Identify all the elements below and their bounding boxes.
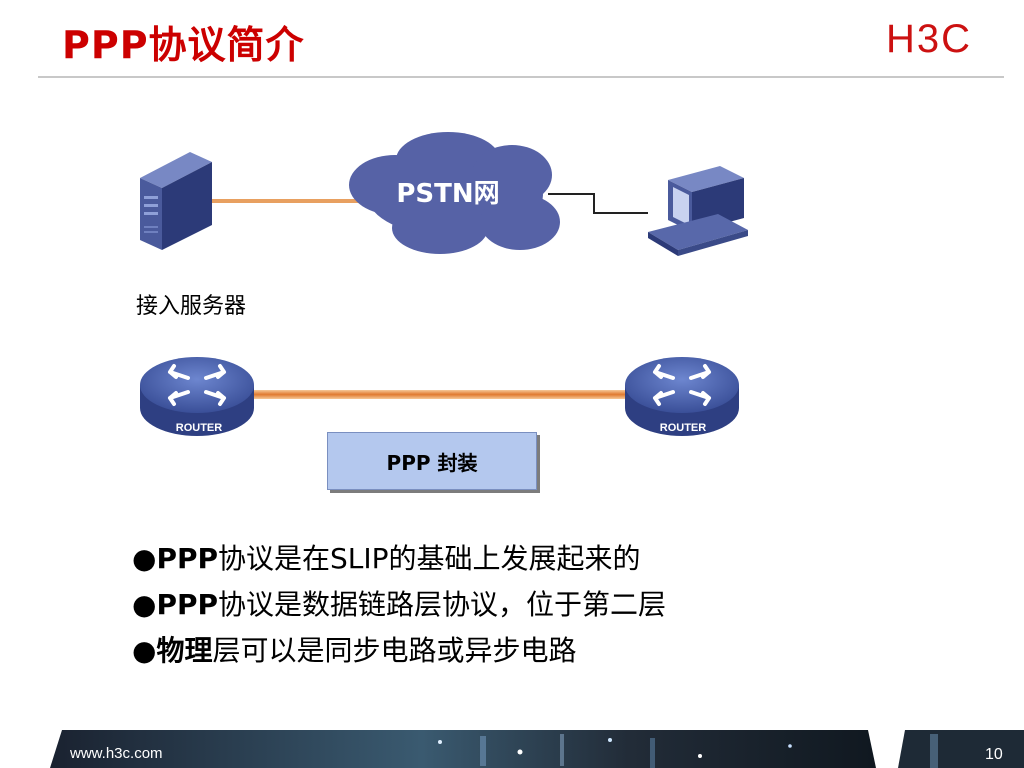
title-divider	[38, 76, 1004, 78]
footer-band	[50, 730, 1024, 768]
access-server-label: 接入服务器	[136, 294, 247, 319]
computer-icon	[648, 166, 748, 256]
cloud-label: PSTN网	[396, 179, 499, 209]
bullet-item: ●PPP协议是数据链路层协议，位于第二层	[132, 588, 667, 621]
ppp-link	[240, 390, 640, 399]
router-right-icon	[625, 357, 739, 436]
bullet-list: ●PPP协议是在SLIP的基础上发展起来的 ●PPP协议是数据链路层协议，位于第…	[132, 536, 666, 674]
pstn-cloud-icon	[349, 132, 560, 254]
page-number: 10	[985, 746, 1003, 763]
h3c-logo: H3C	[886, 17, 972, 61]
server-icon	[140, 152, 212, 250]
bullet-item: ●PPP协议是在SLIP的基础上发展起来的	[132, 542, 641, 575]
footer-url: www.h3c.com	[70, 745, 163, 762]
ppp-encapsulation-box: PPP 封装	[327, 432, 537, 490]
bullet-item: ●物理层可以是同步电路或异步电路	[132, 634, 577, 667]
router-left-label: ROUTER	[176, 422, 223, 434]
slide-title: PPP协议简介	[62, 23, 305, 67]
router-left-icon	[140, 357, 254, 436]
network-diagram: PSTN网 ROUTER ROUTER	[140, 132, 748, 436]
router-right-label: ROUTER	[660, 422, 707, 434]
svg-text:H3C: H3C	[886, 17, 972, 61]
cloud-pc-link	[548, 193, 648, 214]
